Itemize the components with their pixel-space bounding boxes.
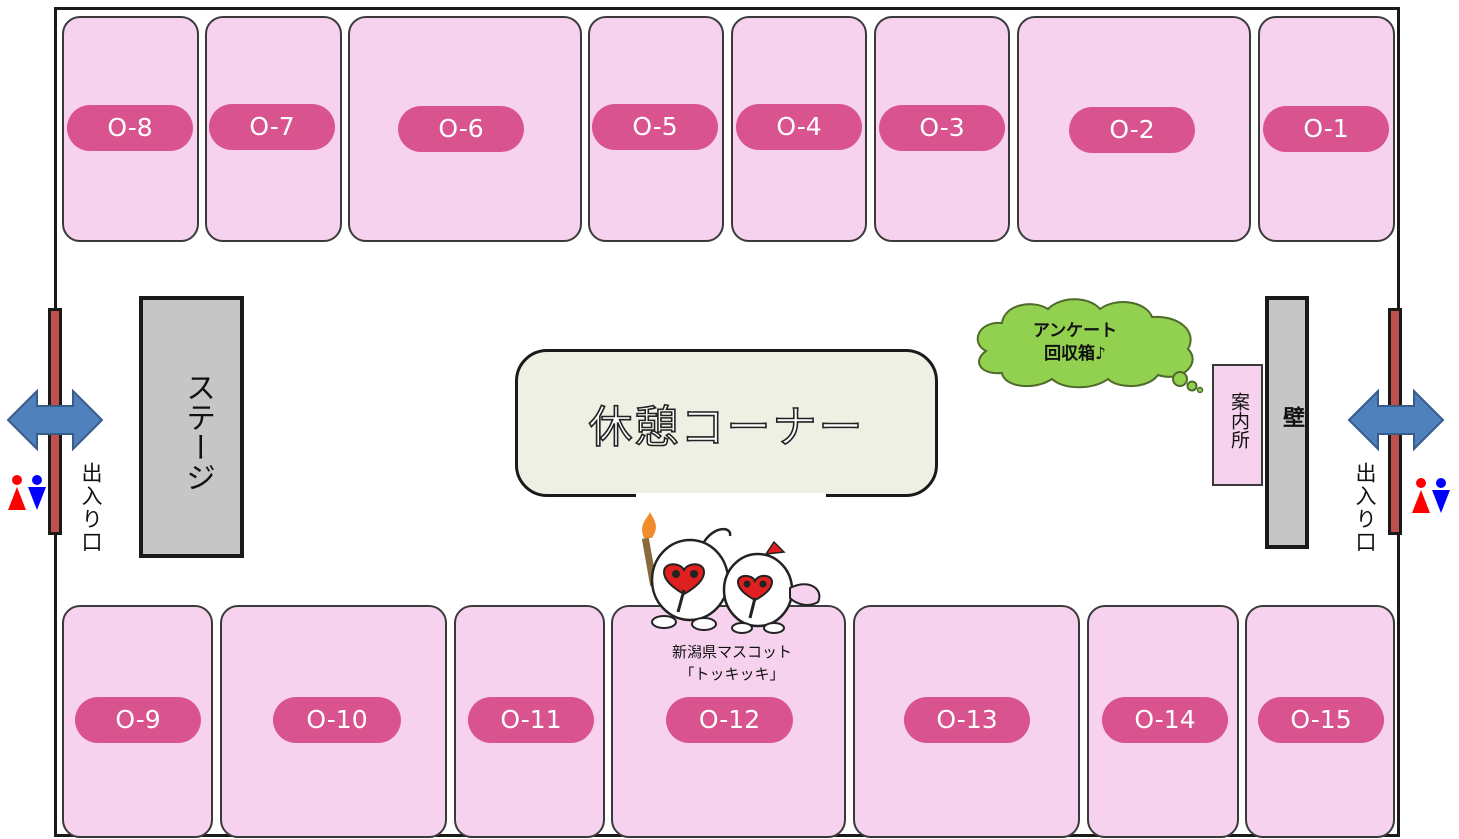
mascot-caption-line1: 新潟県マスコット [671,643,792,661]
booth-tag-o-2: O-2 [1069,107,1195,153]
survey-box-line1: アンケート [1032,321,1118,341]
entrance-right-label: 出入り口 [1353,462,1377,554]
booth-tag-o-9: O-9 [75,697,201,743]
stage-label: ステージ [180,372,215,492]
booth-tag-o-4: O-4 [736,104,862,150]
booth-tag-o-1: O-1 [1263,106,1389,152]
booth-o-2[interactable] [1017,16,1251,242]
rest-area-label: 休憩コーナー [588,401,865,454]
entrance-left-label: 出入り口 [79,462,103,554]
info-desk[interactable]: 案内所 [1212,364,1263,486]
wall: 壁 [1265,296,1309,549]
cloud-icon [976,298,1204,393]
double-arrow-icon [1347,389,1445,451]
booth-tag-o-8: O-8 [67,105,193,151]
booth-tag-o-11: O-11 [468,697,594,743]
booth-tag-o-5: O-5 [592,104,718,150]
restroom-icon [1412,478,1450,513]
double-arrow-icon [6,389,104,451]
stage[interactable]: ステージ [139,296,244,558]
mascot-icon [641,512,821,634]
info-desk-label: 案内所 [1228,392,1250,449]
booth-o-13[interactable] [853,605,1080,838]
booth-tag-o-15: O-15 [1258,697,1384,743]
booth-tag-o-3: O-3 [879,105,1005,151]
survey-box-line2: 回収箱♪ [1044,344,1106,364]
booth-tag-o-12: O-12 [666,697,793,743]
rest-area-gap [636,493,826,499]
booth-tag-o-7: O-7 [209,104,335,150]
rest-area[interactable]: 休憩コーナー [515,349,938,497]
restroom-icon [8,475,46,510]
survey-box-label: アンケート 回収箱♪ [1010,320,1140,366]
booth-tag-o-13: O-13 [904,697,1030,743]
booth-tag-o-10: O-10 [273,697,401,743]
booth-tag-o-14: O-14 [1102,697,1228,743]
wall-label: 壁 [1279,406,1304,428]
mascot-caption-line2: 「トッキッキ」 [679,665,785,683]
booth-tag-o-6: O-6 [398,106,524,152]
